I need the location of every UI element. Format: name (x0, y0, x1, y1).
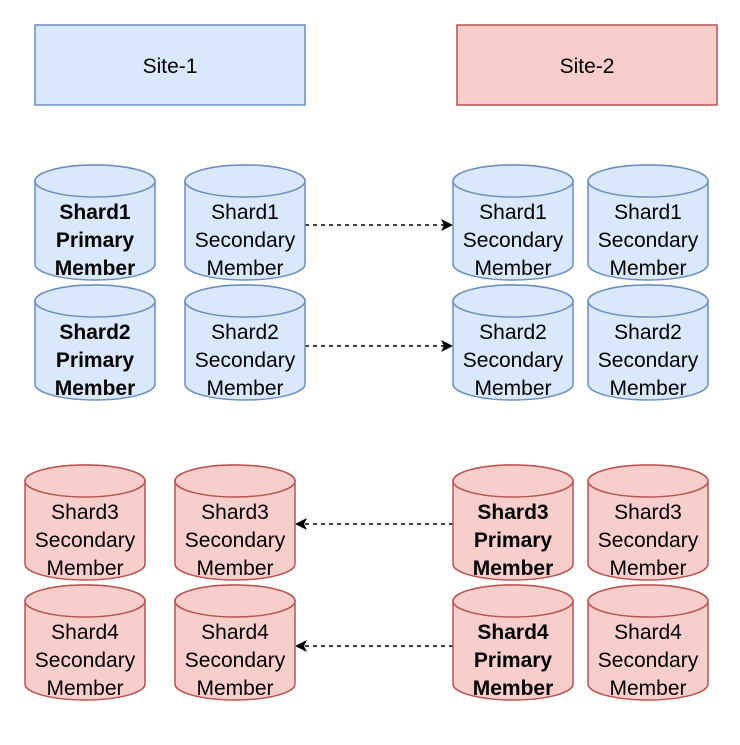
site-label: Site-1 (143, 55, 198, 78)
cylinder-label-line: Member (609, 257, 686, 280)
cylinder-label-line: Secondary (598, 649, 699, 672)
cylinder-label-line: Secondary (195, 229, 296, 252)
cylinder-label-line: Member (55, 377, 136, 400)
cylinder-label-line: Member (473, 677, 554, 700)
cylinder-label-line: Secondary (185, 649, 286, 672)
cylinder-label-line: Primary (56, 229, 135, 252)
cylinder-label-line: Secondary (598, 529, 699, 552)
cylinder-label-line: Secondary (185, 529, 286, 552)
cylinder-label-line: Shard2 (59, 321, 130, 344)
cylinder-label-line: Shard1 (614, 201, 682, 224)
cylinder-label-line: Shard3 (477, 501, 548, 524)
cylinder-label-line: Member (55, 257, 136, 280)
cylinder-label-line: Shard4 (614, 621, 682, 644)
cylinder-label-line: Primary (56, 349, 135, 372)
cylinder-label-line: Shard1 (479, 201, 547, 224)
cylinder-label-line: Shard2 (479, 321, 547, 344)
cylinder-label-line: Member (609, 677, 686, 700)
cylinder-label-line: Secondary (195, 349, 296, 372)
cylinder-label-line: Shard1 (211, 201, 279, 224)
cylinder-label-line: Member (474, 257, 551, 280)
cylinder-label-line: Shard4 (51, 621, 119, 644)
cylinder-label-line: Member (196, 557, 273, 580)
cylinder-label-line: Secondary (35, 529, 136, 552)
cylinder-label-line: Shard4 (477, 621, 549, 644)
site-label: Site-2 (560, 55, 615, 78)
cylinder-label-line: Primary (474, 649, 553, 672)
cylinder-label-line: Member (473, 557, 554, 580)
cylinder-label-line: Shard2 (614, 321, 682, 344)
cylinder-label-line: Shard3 (201, 501, 269, 524)
cylinder-label-line: Member (609, 557, 686, 580)
cylinder-label-line: Shard2 (211, 321, 279, 344)
cylinder-label-line: Secondary (35, 649, 136, 672)
cylinder-label-line: Member (206, 377, 283, 400)
cylinder-label-line: Shard3 (51, 501, 119, 524)
cylinder-label-line: Shard3 (614, 501, 682, 524)
cylinder-label-line: Primary (474, 529, 553, 552)
cylinder-label-line: Secondary (463, 229, 564, 252)
cylinder-label-line: Shard1 (59, 201, 131, 224)
cylinder-label-line: Member (206, 257, 283, 280)
cylinder-label-line: Member (46, 677, 123, 700)
cylinder-label-line: Member (196, 677, 273, 700)
cylinder-label-line: Member (46, 557, 123, 580)
cylinder-label-line: Member (609, 377, 686, 400)
cylinder-label-line: Secondary (598, 229, 699, 252)
cylinder-label-line: Secondary (463, 349, 564, 372)
site-box-2: Site-2 (456, 24, 718, 106)
cylinder-label-line: Secondary (598, 349, 699, 372)
cylinder-label-line: Shard4 (201, 621, 269, 644)
cylinder-label-line: Member (474, 377, 551, 400)
site-box-1: Site-1 (34, 24, 306, 106)
